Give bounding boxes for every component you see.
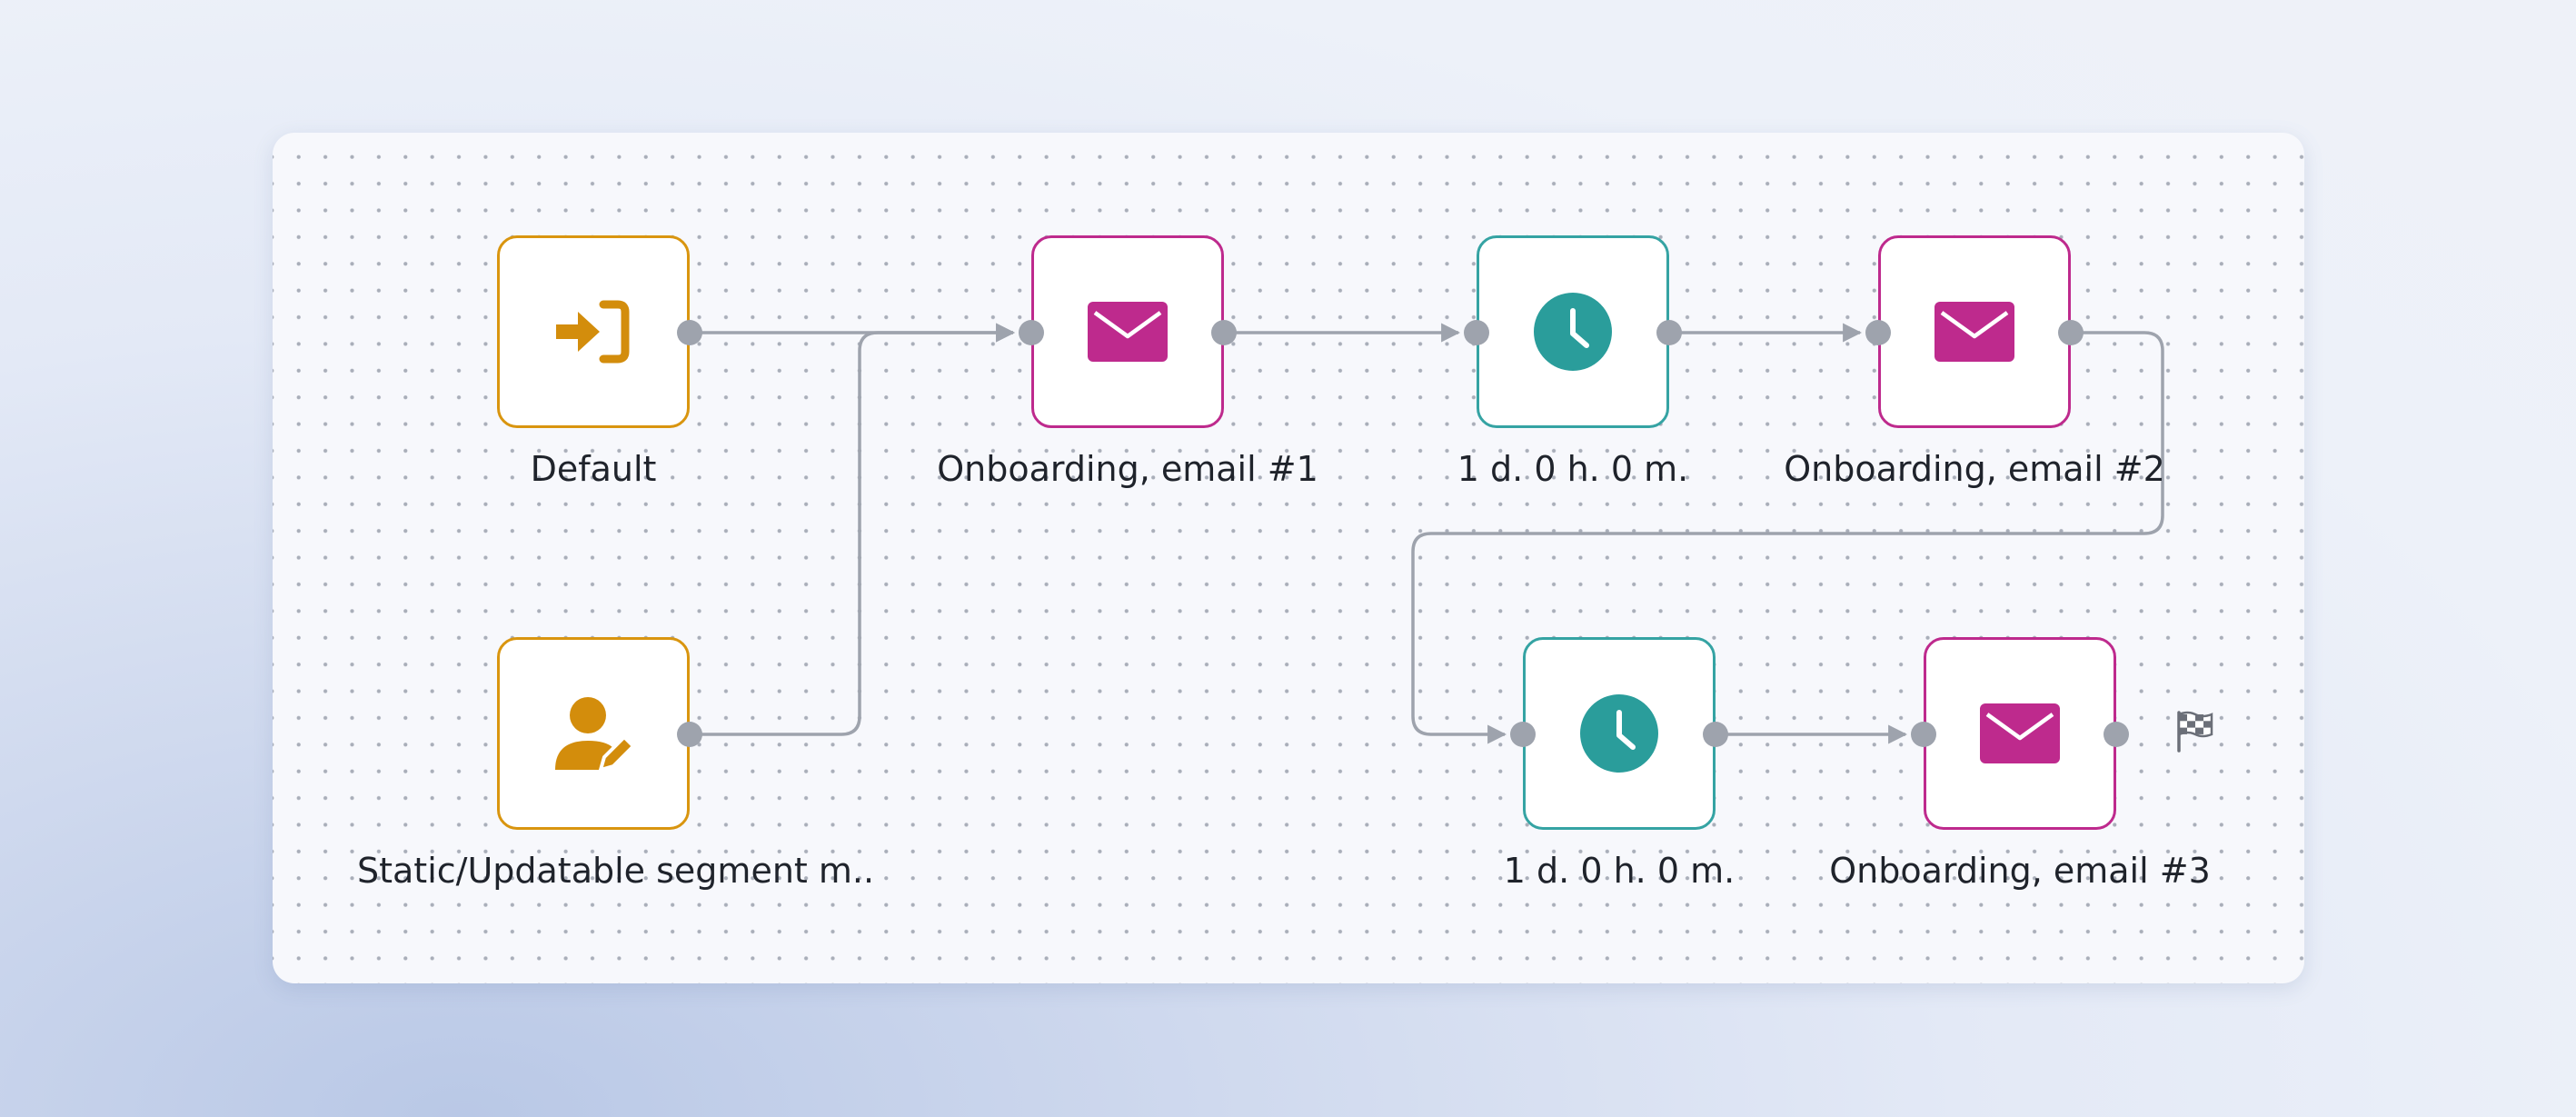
node-email-1-label: Onboarding, email #1 (937, 449, 1318, 489)
node-segment-label: Static/Updatable segment m.. (357, 851, 875, 891)
node-email-3-input-port[interactable] (1911, 722, 1936, 747)
node-wait-2-label: 1 d. 0 h. 0 m. (1503, 851, 1736, 891)
node-wait-2[interactable] (1523, 637, 1716, 830)
clock-icon (1580, 694, 1658, 773)
sign-in-icon (556, 300, 630, 364)
node-segment-output-port[interactable] (677, 722, 702, 747)
connector-segment-to-email1 (690, 323, 1016, 736)
node-email-2[interactable] (1878, 235, 2071, 428)
node-wait-1-output-port[interactable] (1656, 320, 1682, 345)
clock-icon (1534, 293, 1612, 371)
node-email-3[interactable] (1924, 637, 2116, 830)
node-wait-2-output-port[interactable] (1703, 722, 1728, 747)
envelope-icon (1088, 302, 1168, 362)
node-email-1-input-port[interactable] (1019, 320, 1044, 345)
node-default-output-port[interactable] (677, 320, 702, 345)
node-wait-1-input-port[interactable] (1464, 320, 1489, 345)
node-email-1[interactable] (1031, 235, 1224, 428)
checkered-flag-icon (2177, 711, 2213, 753)
node-email-2-label: Onboarding, email #2 (1784, 449, 2165, 489)
node-email-2-output-port[interactable] (2058, 320, 2084, 345)
node-default[interactable] (497, 235, 690, 428)
node-email-1-output-port[interactable] (1211, 320, 1237, 345)
user-edit-icon (555, 697, 635, 772)
node-email-2-input-port[interactable] (1865, 320, 1891, 345)
node-wait-2-input-port[interactable] (1510, 722, 1536, 747)
connector-email2-to-wait2 (1411, 331, 2164, 744)
envelope-icon (1934, 302, 2014, 362)
node-wait-1-label: 1 d. 0 h. 0 m. (1457, 449, 1689, 489)
node-email-3-output-port[interactable] (2104, 722, 2129, 747)
node-segment[interactable] (497, 637, 690, 830)
workflow-connectors (690, 323, 2164, 744)
node-wait-1[interactable] (1477, 235, 1669, 428)
envelope-icon (1980, 703, 2060, 763)
workflow-canvas[interactable]: Default Static/Updatable segment m.. Onb… (273, 133, 2304, 983)
node-email-3-label: Onboarding, email #3 (1829, 851, 2211, 891)
node-default-label: Default (530, 449, 657, 489)
